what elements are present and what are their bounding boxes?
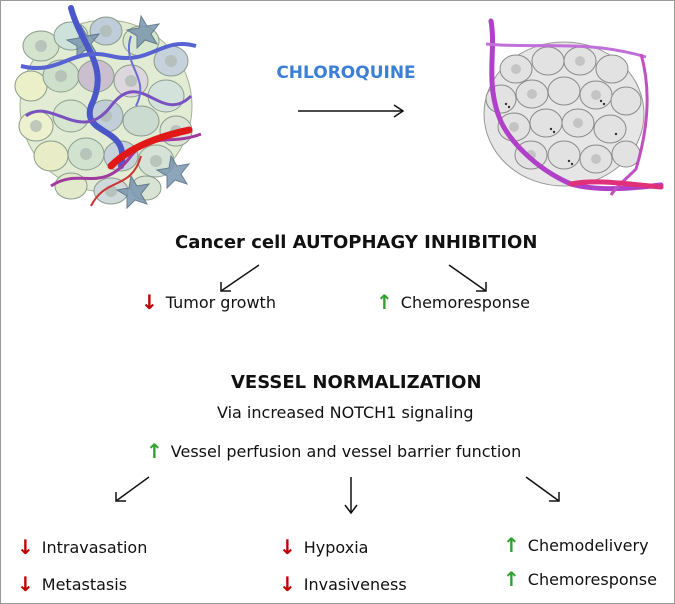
outcome-invasiveness: ↓ Invasiveness	[279, 574, 407, 594]
down-arrow-icon: ↓	[279, 572, 296, 596]
outcome-label: Invasiveness	[303, 574, 407, 594]
autophagy-heading: Cancer cell AUTOPHAGY INHIBITION	[175, 232, 538, 253]
effect-chemoresponse: ↑ Chemoresponse	[376, 292, 530, 312]
vessel-branch-arrows	[115, 476, 560, 515]
up-arrow-icon: ↑	[146, 439, 163, 463]
outcome-label: Metastasis	[41, 574, 128, 594]
outcome-chemoresponse: ↑ Chemoresponse	[503, 569, 657, 589]
effect-tumor-growth: ↓ Tumor growth	[141, 292, 276, 312]
up-arrow-icon: ↑	[503, 567, 520, 591]
autophagy-arrows	[220, 264, 487, 292]
outcome-label: Chemoresponse	[527, 569, 657, 589]
up-arrow-icon: ↑	[503, 533, 520, 557]
down-arrow-icon: ↓	[141, 290, 158, 314]
down-arrow-icon: ↓	[17, 572, 34, 596]
outcome-intravasation: ↓ Intravasation	[17, 537, 147, 557]
tumor-after-illustration	[483, 18, 664, 196]
outcome-hypoxia: ↓ Hypoxia	[279, 537, 368, 557]
outcome-label: Intravasation	[41, 537, 148, 557]
vessel-main-effect: ↑ Vessel perfusion and vessel barrier fu…	[146, 441, 521, 461]
down-arrow-icon: ↓	[17, 535, 34, 559]
effect-label: Chemoresponse	[400, 292, 530, 312]
treatment-arrow	[298, 104, 405, 118]
vessel-heading: VESSEL NORMALIZATION	[231, 372, 482, 393]
drug-label: CHLOROQUINE	[276, 63, 416, 83]
outcome-chemodelivery: ↑ Chemodelivery	[503, 535, 649, 555]
effect-label: Tumor growth	[165, 292, 276, 312]
effect-label: Vessel perfusion and vessel barrier func…	[170, 441, 522, 461]
outcome-metastasis: ↓ Metastasis	[17, 574, 127, 594]
up-arrow-icon: ↑	[376, 290, 393, 314]
tumor-before-illustration	[14, 5, 202, 210]
vessel-subheading: Via increased NOTCH1 signaling	[217, 403, 474, 422]
outcome-label: Chemodelivery	[527, 535, 649, 555]
down-arrow-icon: ↓	[279, 535, 296, 559]
outcome-label: Hypoxia	[303, 537, 369, 557]
